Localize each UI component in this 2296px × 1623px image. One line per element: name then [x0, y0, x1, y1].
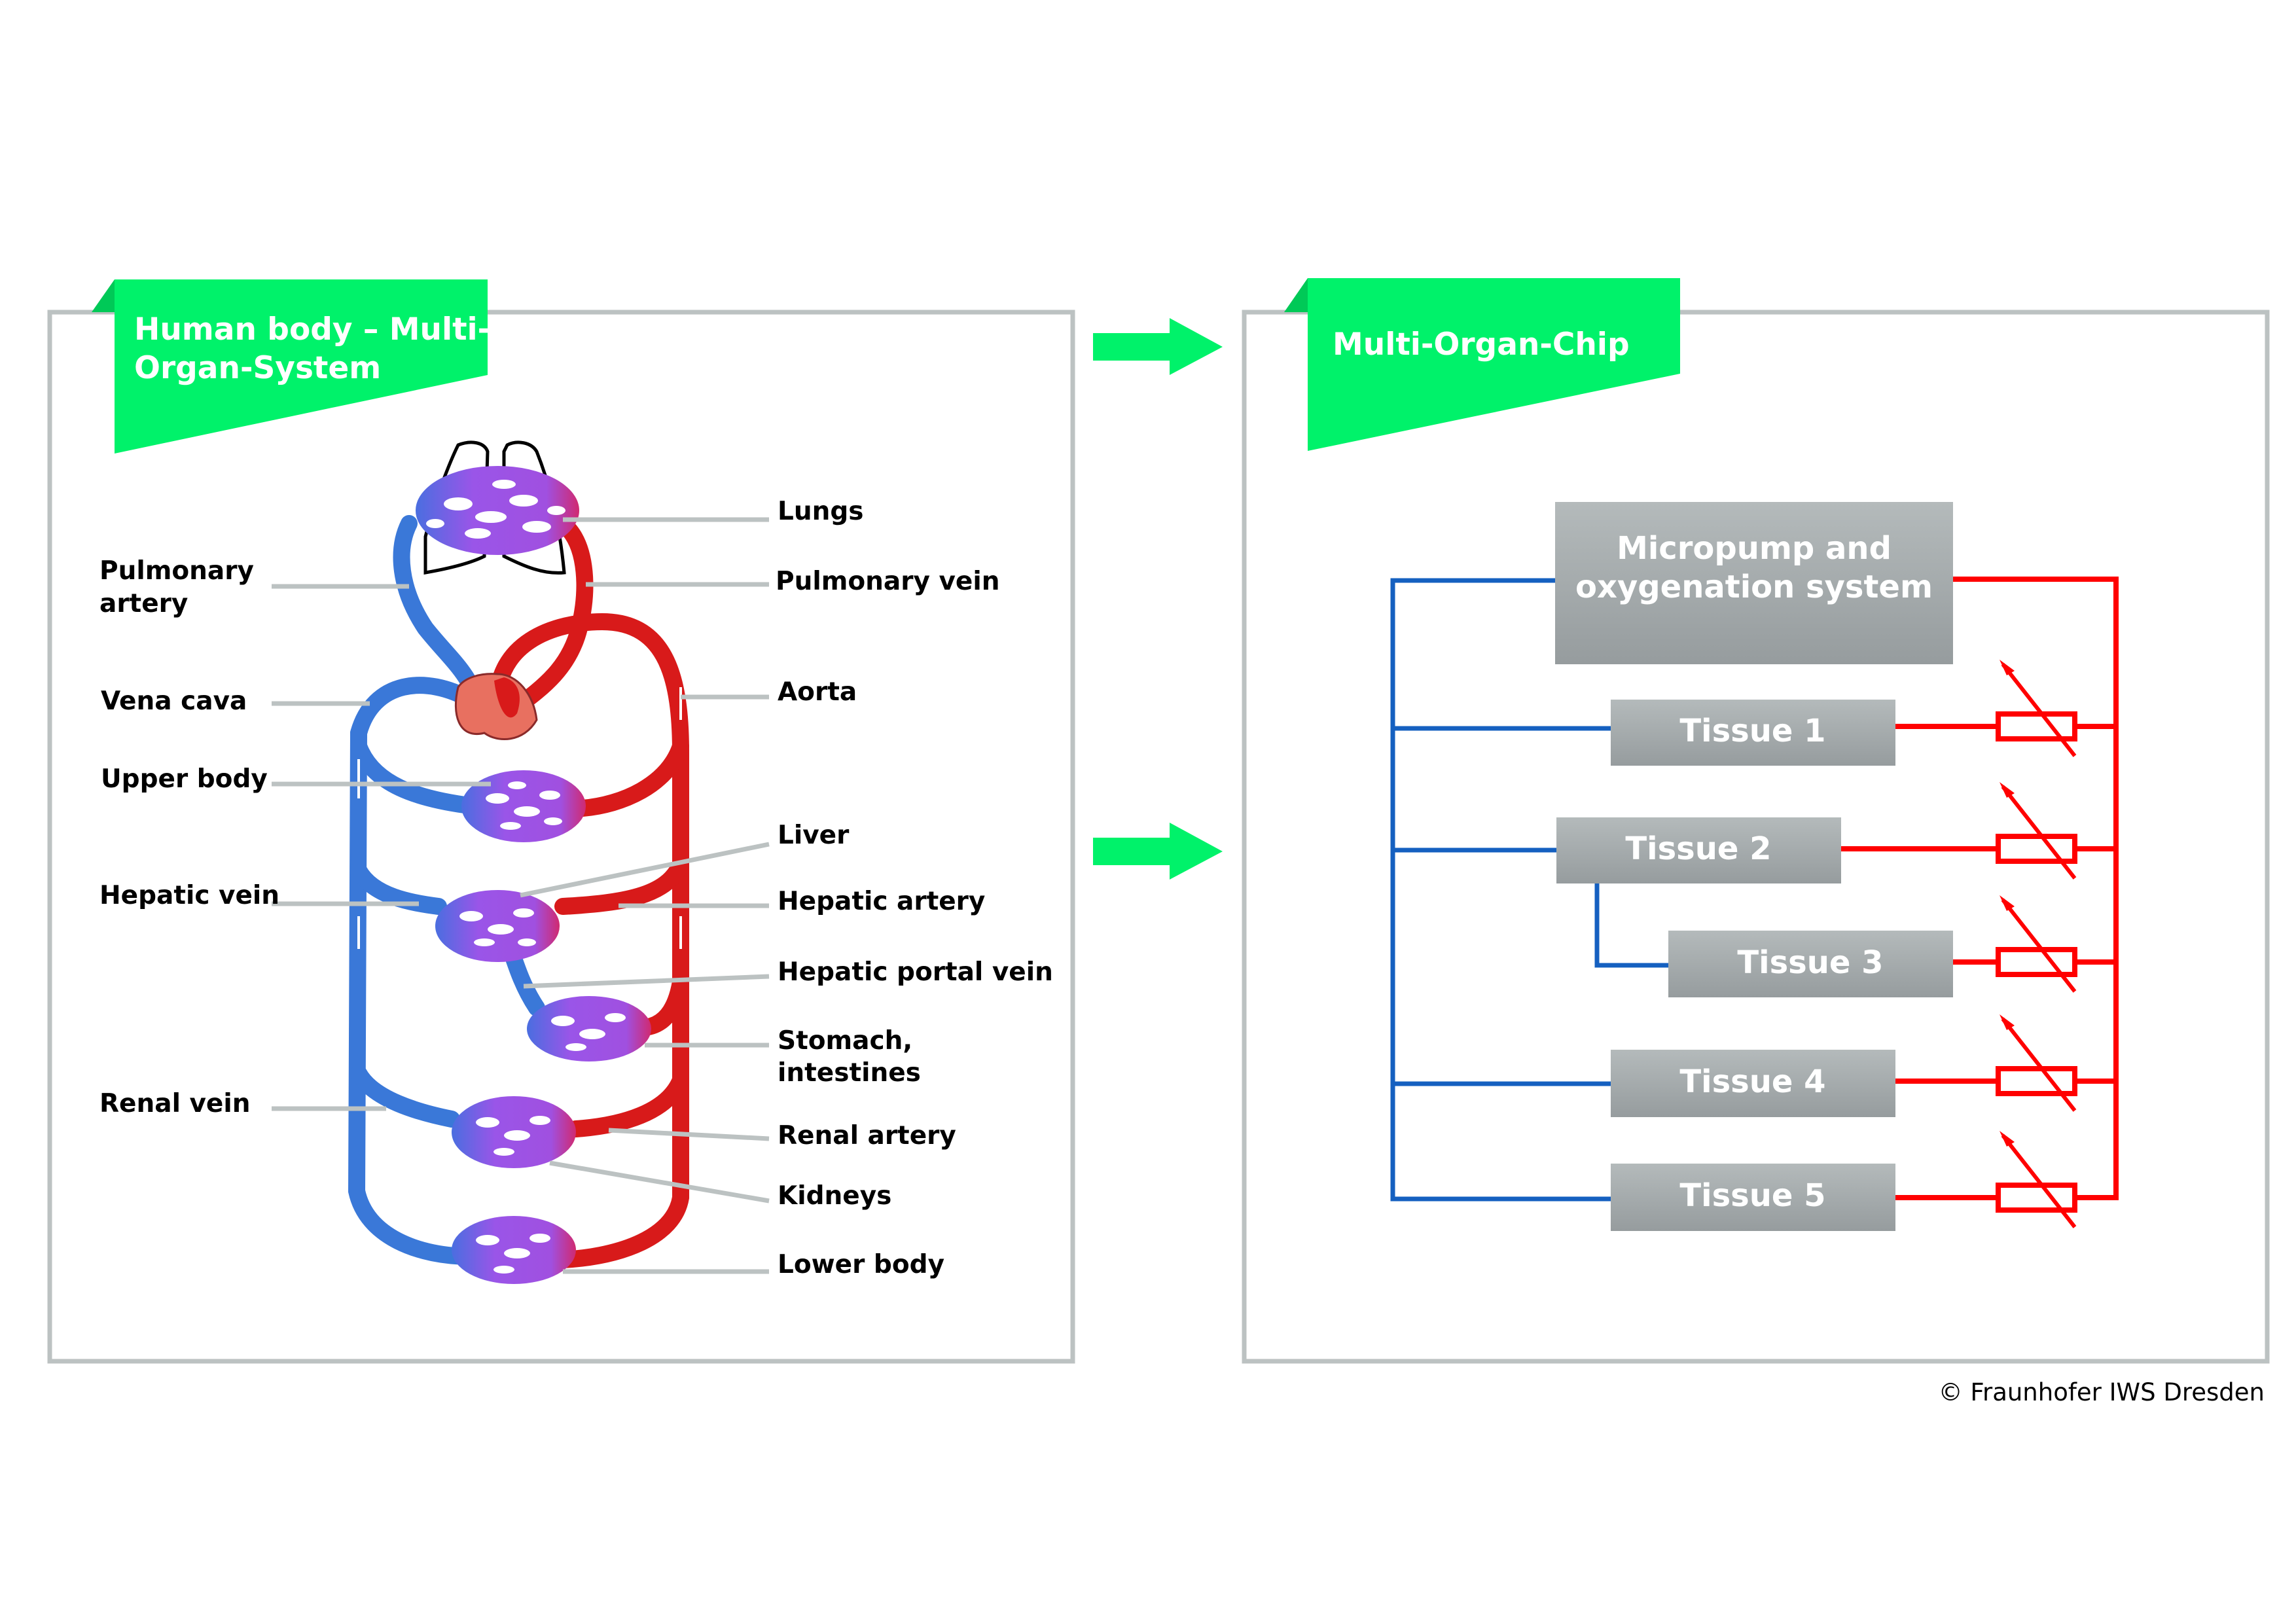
label-renal-vein: Renal vein: [99, 1089, 251, 1118]
tissue-box-2: Tissue 2: [1556, 817, 1841, 883]
renal-artery-vessel: [567, 1071, 689, 1137]
copyright-notice: © Fraunhofer IWS Dresden: [1939, 1378, 2265, 1406]
tissue-label: Tissue 5: [1679, 1177, 1825, 1214]
intestine-capillaries: [527, 996, 651, 1061]
label-stomach-2: intestines: [778, 1058, 921, 1088]
label-hepatic-artery: Hepatic artery: [778, 887, 985, 916]
panel-title: Multi-Organ-Chip: [1333, 327, 1630, 363]
upper-body-artery: [574, 738, 689, 817]
label-hepatic-portal-vein: Hepatic portal vein: [778, 957, 1053, 987]
flow-resistor: [1996, 1131, 2077, 1228]
label-pulmonary-artery-2: artery: [99, 589, 188, 618]
leader-renal-artery: [608, 1128, 770, 1141]
micropump-box: Micropump and oxygenation system: [1555, 502, 1953, 664]
flow-resistor: [1996, 660, 2077, 757]
flow-resistor: [1996, 895, 2077, 993]
panel-title-line2: Organ-System: [134, 350, 381, 386]
label-lungs: Lungs: [778, 497, 864, 526]
flow-resistor: [1996, 1014, 2077, 1112]
multi-organ-chip-panel: Multi-Organ-Chip: [1242, 278, 2270, 1364]
leader-hepatic-portal-vein: [523, 974, 770, 989]
kidney-capillaries: [452, 1096, 576, 1168]
left-panel-frame: [47, 310, 1075, 1364]
tissue-box-4: Tissue 4: [1611, 1050, 1895, 1117]
label-kidneys: Kidneys: [778, 1181, 891, 1211]
label-hepatic-vein: Hepatic vein: [99, 881, 279, 910]
title-tab: [115, 279, 488, 454]
vena-cava-vessel: [348, 677, 480, 1265]
label-liver: Liver: [778, 821, 850, 850]
hepatic-vein-vessel: [350, 862, 447, 915]
arrow-right-top: [1093, 318, 1223, 375]
left-ventricle: [494, 677, 520, 718]
lung-capillaries: [416, 466, 579, 555]
micropump-label-line2: oxygenation system: [1575, 569, 1933, 605]
liver-capillaries: [435, 890, 560, 962]
aorta-vessel: [488, 613, 689, 1268]
tissue-box-5: Tissue 5: [1611, 1164, 1895, 1231]
leader-kidneys: [549, 1160, 770, 1204]
human-body-panel: Human body – Multi- Organ-System: [47, 279, 1075, 1364]
upper-body-vein: [350, 738, 473, 813]
tissue-label: Tissue 2: [1625, 830, 1771, 867]
renal-vein-vessel: [350, 1065, 460, 1128]
label-renal-artery: Renal artery: [778, 1121, 956, 1150]
label-stomach-1: Stomach,: [778, 1026, 912, 1056]
lower-body-capillaries: [452, 1216, 576, 1284]
label-pulmonary-artery-1: Pulmonary: [99, 556, 254, 586]
leader-liver: [520, 842, 770, 898]
tissue-box-3: Tissue 3: [1668, 931, 1953, 997]
label-vena-cava: Vena cava: [101, 687, 247, 716]
label-aorta: Aorta: [778, 677, 857, 707]
tissue-label: Tissue 4: [1679, 1063, 1825, 1100]
inflow-lines: [1390, 578, 1668, 1202]
arrow-right-middle: [1093, 823, 1223, 880]
tissue-label: Tissue 1: [1679, 713, 1825, 749]
panel-title-line1: Human body – Multi-: [134, 312, 490, 348]
upper-body-capillaries: [461, 770, 586, 842]
label-upper-body: Upper body: [101, 764, 268, 794]
circulation-diagram: [348, 440, 689, 1284]
hepatic-artery-vessel: [554, 855, 689, 915]
title-tab: [1308, 278, 1680, 451]
tab-fold: [1284, 278, 1308, 312]
label-pulmonary-vein: Pulmonary vein: [776, 567, 999, 596]
micropump-label-line1: Micropump and: [1617, 530, 1892, 567]
flow-resistor: [1996, 782, 2077, 880]
label-lower-body: Lower body: [778, 1250, 944, 1279]
tab-fold: [92, 279, 115, 312]
tissue-label: Tissue 3: [1737, 944, 1883, 981]
tissue-box-1: Tissue 1: [1611, 700, 1895, 766]
